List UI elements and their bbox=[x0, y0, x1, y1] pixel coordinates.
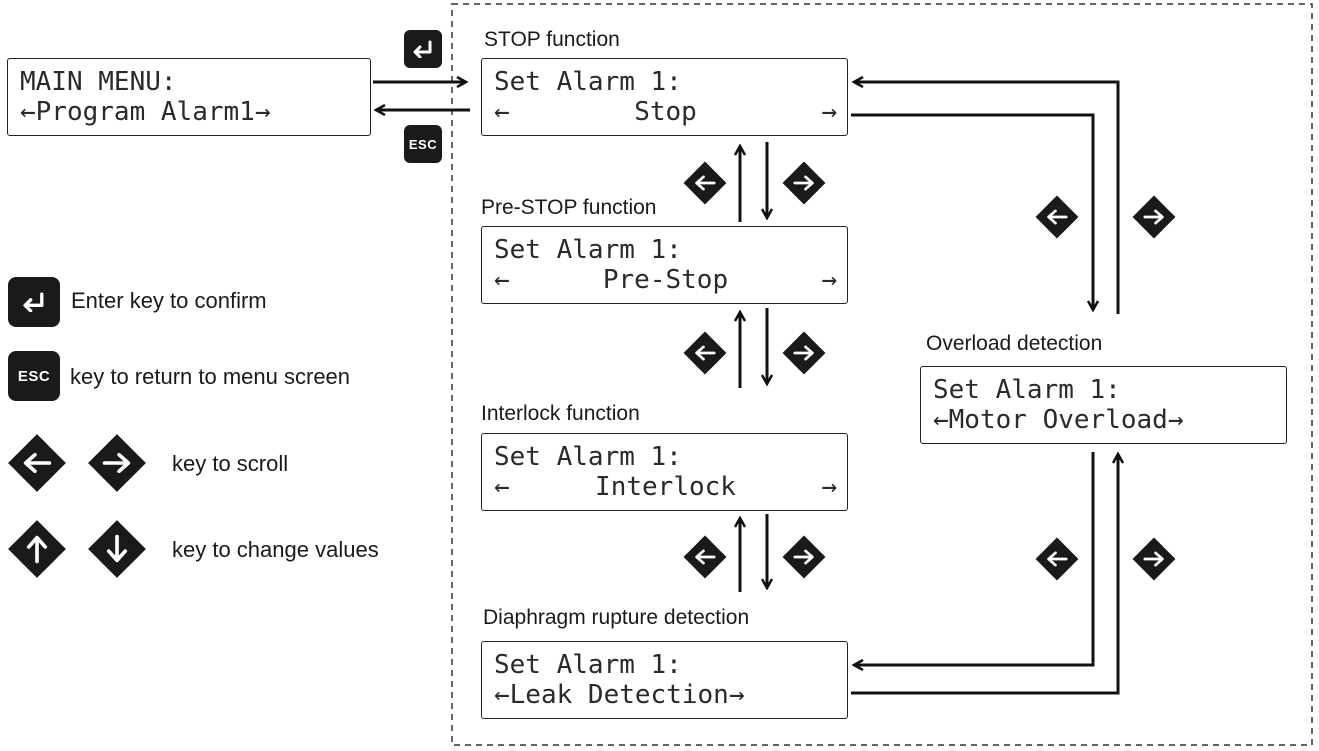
display-line1: Set Alarm 1: bbox=[494, 67, 682, 97]
right-arrow-key-icon bbox=[1131, 194, 1177, 240]
display-line1: Set Alarm 1: bbox=[933, 375, 1121, 405]
display-line2: ←Motor Overload→ bbox=[933, 405, 1276, 435]
right-arrow-glyph: → bbox=[728, 680, 745, 710]
dashed-frame bbox=[451, 3, 1313, 746]
left-arrow-key-icon bbox=[1034, 194, 1080, 240]
caption-pre-stop: Pre-STOP function bbox=[481, 196, 657, 219]
esc-key-icon: ESC bbox=[17, 367, 51, 385]
arrow-leak-to-overload bbox=[851, 454, 1118, 695]
left-arrow-key-icon bbox=[6, 432, 68, 494]
display-line2: ← Pre-Stop → bbox=[494, 265, 837, 295]
caption-diaphragm-rupture: Diaphragm rupture detection bbox=[483, 606, 750, 629]
enter-key[interactable] bbox=[404, 30, 442, 68]
legend-esc-text: key to return to menu screen bbox=[70, 364, 351, 389]
right-arrow-key-icon bbox=[781, 330, 827, 376]
right-arrow-glyph: → bbox=[821, 97, 837, 127]
right-arrow-key-icon bbox=[781, 160, 827, 206]
up-arrow-key-icon bbox=[6, 518, 68, 580]
arrow-overload-to-leak bbox=[854, 452, 1095, 665]
enter-key-icon bbox=[413, 40, 432, 58]
arrow-overload-to-stop bbox=[854, 82, 1120, 314]
alarm-value: Pre-Stop bbox=[602, 265, 729, 295]
left-arrow-key-icon bbox=[682, 534, 728, 580]
left-arrow-glyph: ← bbox=[494, 97, 510, 127]
left-arrow-glyph: ← bbox=[933, 405, 949, 435]
left-arrow-key-icon bbox=[682, 160, 728, 206]
legend-change-text: key to change values bbox=[172, 537, 379, 562]
display-line1: Set Alarm 1: bbox=[494, 650, 682, 680]
alarm-value: Leak Detection bbox=[509, 680, 729, 710]
main-menu-line1: MAIN MENU: bbox=[20, 67, 177, 97]
display-motor-overload: Set Alarm 1: ←Motor Overload→ bbox=[920, 366, 1287, 444]
display-line2: ← Interlock → bbox=[494, 472, 837, 502]
esc-key-icon: ESC bbox=[408, 136, 438, 152]
caption-interlock: Interlock function bbox=[481, 402, 640, 425]
down-arrow-key-icon bbox=[86, 518, 148, 580]
esc-key[interactable]: ESC bbox=[404, 125, 442, 163]
legend-enter-key bbox=[8, 277, 60, 327]
legend-scroll-text: key to scroll bbox=[172, 451, 289, 476]
display-leak-detection: Set Alarm 1: ←Leak Detection→ bbox=[481, 641, 848, 719]
enter-key-icon bbox=[23, 292, 44, 312]
display-line1: Set Alarm 1: bbox=[494, 442, 682, 472]
left-arrow-glyph: ← bbox=[494, 265, 510, 295]
right-arrow-key-icon bbox=[1131, 536, 1177, 582]
display-stop: Set Alarm 1: ← Stop → bbox=[481, 58, 848, 136]
arrow-stop-to-overload bbox=[851, 113, 1093, 310]
alarm-value: Interlock bbox=[595, 472, 736, 502]
right-arrow-glyph: → bbox=[821, 265, 837, 295]
display-interlock: Set Alarm 1: ← Interlock → bbox=[481, 433, 848, 511]
caption-stop: STOP function bbox=[484, 28, 620, 51]
legend-esc-key: ESC bbox=[8, 351, 60, 401]
left-arrow-glyph: ← bbox=[494, 472, 510, 502]
display-line1: Set Alarm 1: bbox=[494, 235, 682, 265]
right-arrow-glyph: → bbox=[254, 97, 271, 127]
display-pre-stop: Set Alarm 1: ← Pre-Stop → bbox=[481, 226, 848, 304]
right-arrow-glyph: → bbox=[821, 472, 837, 502]
left-arrow-glyph: ← bbox=[20, 97, 36, 127]
main-menu-display: MAIN MENU: ←Program Alarm1→ bbox=[7, 58, 371, 136]
right-arrow-key-icon bbox=[86, 432, 148, 494]
alarm-value: Stop bbox=[634, 97, 697, 127]
display-line2: ← Stop → bbox=[494, 97, 837, 127]
main-menu-item: Program Alarm1 bbox=[35, 97, 255, 127]
main-menu-line2: ←Program Alarm1→ bbox=[20, 97, 360, 127]
legend-enter-text: Enter key to confirm bbox=[71, 288, 267, 313]
left-arrow-glyph: ← bbox=[494, 680, 510, 710]
alarm-value: Motor Overload bbox=[948, 405, 1168, 435]
right-arrow-key-icon bbox=[781, 534, 827, 580]
caption-overload-detection: Overload detection bbox=[926, 332, 1103, 355]
left-arrow-key-icon bbox=[682, 330, 728, 376]
left-arrow-key-icon bbox=[1034, 536, 1080, 582]
display-line2: ←Leak Detection→ bbox=[494, 680, 837, 710]
right-arrow-glyph: → bbox=[1167, 405, 1184, 435]
